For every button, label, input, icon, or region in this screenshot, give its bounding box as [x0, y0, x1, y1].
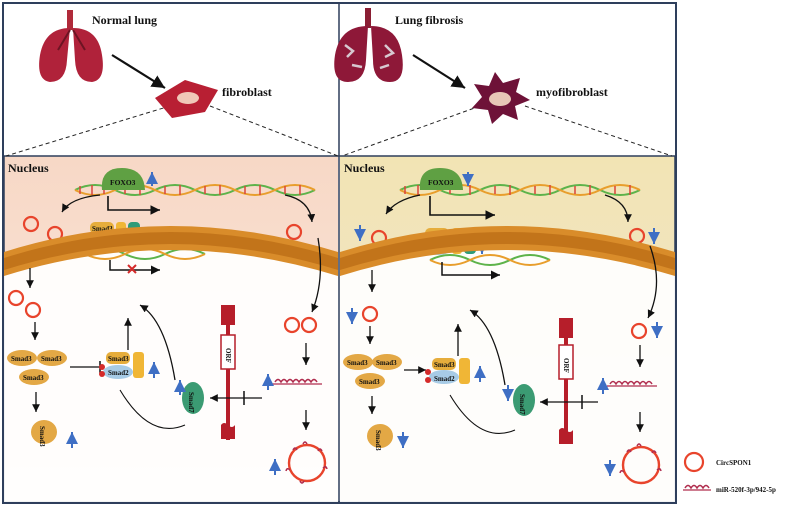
- svg-text:Smad3: Smad3: [23, 374, 44, 382]
- orf-transcript: [220, 305, 236, 440]
- legend-mir-label: miR-520f-3p/942-5p: [716, 486, 776, 494]
- smad3-protein: [31, 420, 57, 444]
- svg-text:ORF: ORF: [562, 358, 570, 373]
- svg-text:Smad3: Smad3: [108, 355, 129, 363]
- svg-text:Smad7: Smad7: [187, 392, 195, 413]
- circspon1-mirna-complex: [287, 443, 327, 483]
- svg-text:Smad3: Smad3: [41, 355, 62, 363]
- normal-lung-icon: [39, 10, 103, 82]
- svg-text:Smad3: Smad3: [374, 430, 382, 451]
- myofibroblast-cell: [472, 72, 530, 124]
- legend-circ-icon: [683, 451, 705, 473]
- svg-text:ORF: ORF: [224, 348, 232, 363]
- smad3-cluster: [7, 350, 67, 385]
- svg-text:Smad3: Smad3: [434, 361, 455, 369]
- smad3-cluster: [343, 354, 402, 389]
- foxo3-label: FOXO3: [110, 178, 136, 187]
- block-x-icon: [127, 264, 137, 274]
- svg-text:Smad3: Smad3: [92, 225, 113, 233]
- circspon1-icon: [24, 301, 42, 319]
- orf-transcript: [558, 318, 574, 444]
- svg-text:Smad3: Smad3: [359, 378, 380, 386]
- fibroblast-label: fibroblast: [222, 85, 272, 99]
- svg-text:Smad3: Smad3: [376, 359, 397, 367]
- fibrotic-lung-icon: [334, 8, 403, 82]
- svg-text:Smad2: Smad2: [108, 369, 129, 377]
- left-nucleus-label: Nucleus: [8, 161, 49, 175]
- legend-mir-icon: [684, 484, 710, 490]
- myofibroblast-label: myofibroblast: [536, 85, 608, 99]
- circspon1-icon: [283, 316, 301, 334]
- fibrosis-label: Lung fibrosis: [395, 13, 463, 27]
- legend: CircSPON1 miR-520f-3p/942-5p: [683, 451, 776, 494]
- circspon1-icon: [361, 305, 379, 323]
- svg-text:Smad3: Smad3: [38, 426, 46, 447]
- right-nucleus-label: Nucleus: [344, 161, 385, 175]
- zoom-line: [5, 105, 171, 157]
- normal-lung-label: Normal lung: [92, 13, 157, 27]
- foxo3-protein: [101, 168, 145, 190]
- smad-complex-cytoplasm: [425, 358, 470, 384]
- circspon1-icon: [630, 322, 648, 340]
- mirna-icon: [272, 378, 322, 385]
- nuclear-membrane: [340, 226, 675, 276]
- svg-text:Smad2: Smad2: [434, 375, 455, 383]
- mirna-icon: [607, 380, 657, 387]
- smad3-protein: [367, 424, 393, 448]
- circspon1-icon: [22, 215, 40, 233]
- svg-text:Smad3: Smad3: [11, 355, 32, 363]
- svg-text:Smad3: Smad3: [347, 359, 368, 367]
- circspon1-mirna-complex: [621, 445, 661, 485]
- smad-complex-cytoplasm: [99, 352, 144, 379]
- svg-text:FOXO3: FOXO3: [428, 178, 454, 187]
- circspon1-icon: [7, 289, 25, 307]
- circspon1-icon: [300, 316, 318, 334]
- circspon1-icon: [285, 223, 303, 241]
- legend-circ-label: CircSPON1: [716, 459, 752, 467]
- smad7-protein: [513, 384, 535, 416]
- fibroblast-cell: [155, 80, 218, 118]
- nuclear-membrane: [4, 226, 338, 276]
- foxo3-protein: [419, 168, 463, 190]
- svg-text:Smad7: Smad7: [518, 394, 526, 415]
- smad7-protein: [182, 382, 204, 414]
